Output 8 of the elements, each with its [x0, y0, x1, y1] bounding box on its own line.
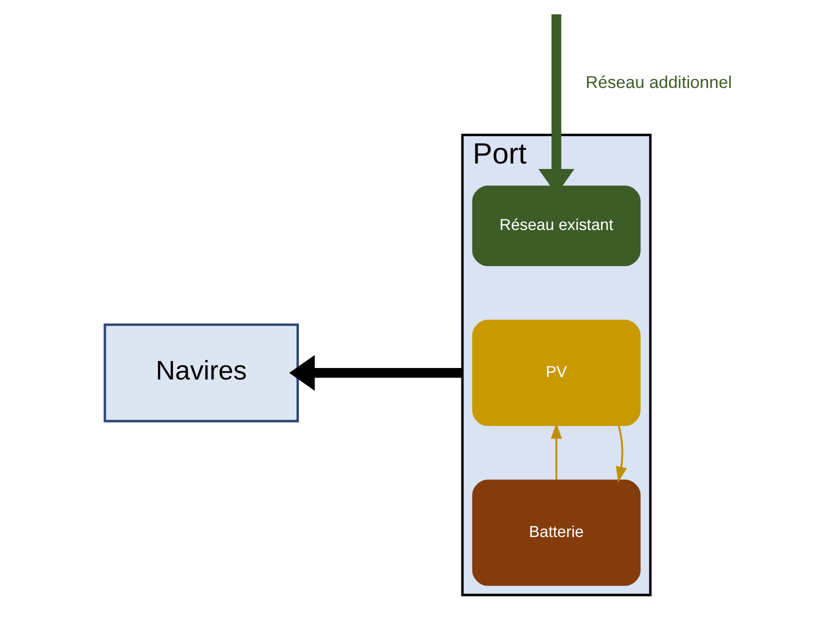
- node-box: Réseau existant: [472, 186, 640, 266]
- node-box: Navires: [103, 323, 298, 422]
- edge-label: Réseau additionnel: [585, 73, 732, 92]
- arrow: [615, 425, 626, 483]
- arrow: [550, 422, 562, 480]
- arrow: [288, 354, 462, 391]
- node-box: Batterie: [472, 480, 640, 586]
- node-box: PV: [472, 320, 640, 426]
